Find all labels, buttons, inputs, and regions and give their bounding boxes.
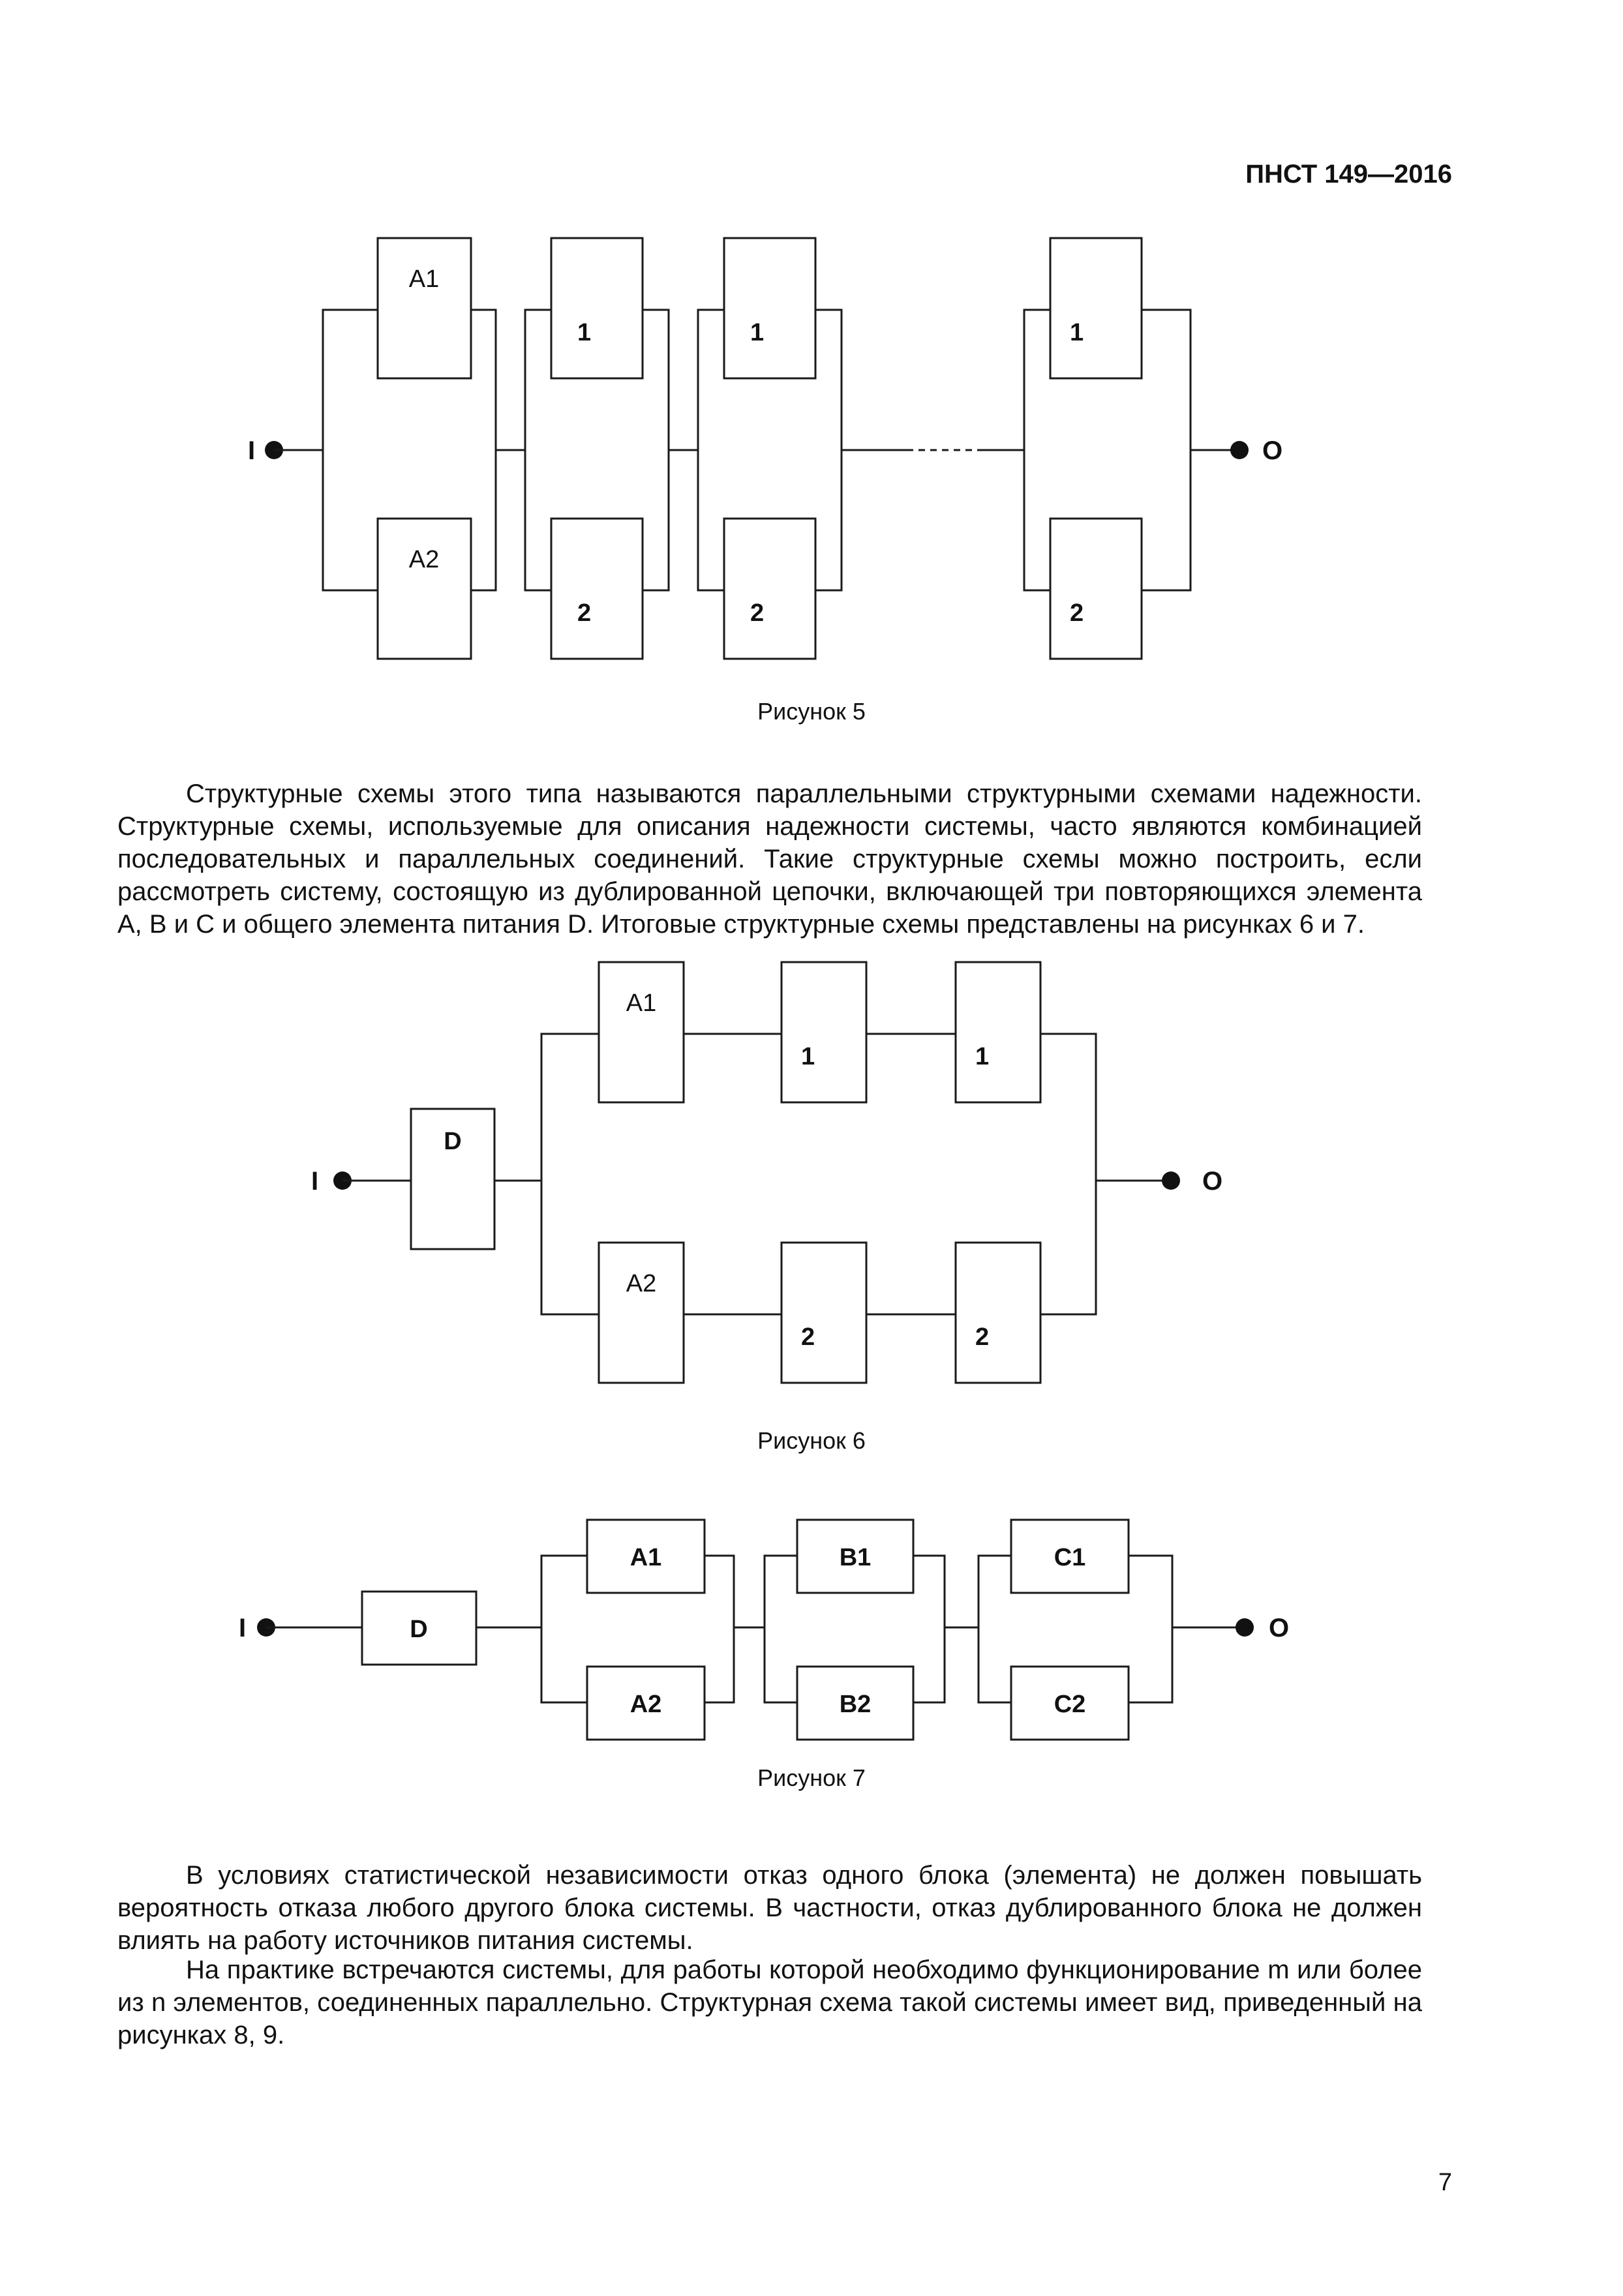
- block-a1-label: A1: [409, 265, 439, 293]
- block-b1-label: B1: [840, 1544, 872, 1571]
- block-d: [361, 1590, 478, 1666]
- figure-6-diagram: I D A1 1 1 A2 2 2 O: [311, 961, 1222, 1384]
- block-2-coln-label: 2: [1070, 599, 1084, 627]
- block-2-col3: [723, 517, 817, 660]
- block-d-label: D: [410, 1616, 427, 1643]
- paragraph-2: В условиях статистической независимости …: [117, 1861, 1422, 1955]
- block-1-c-label: 1: [975, 1043, 989, 1070]
- output-terminal-label: O: [1262, 436, 1282, 465]
- block-2-c: [954, 1241, 1042, 1384]
- figure-6-caption: Рисунок 6: [757, 1427, 866, 1454]
- paragraph-1: Структурные схемы этого типа называются …: [117, 779, 1422, 939]
- block-1-col2: [550, 237, 644, 380]
- output-terminal-dot: [1236, 1618, 1254, 1637]
- block-c2-label: C2: [1054, 1691, 1086, 1718]
- block-a2-label: A2: [409, 546, 439, 573]
- block-c2: [1010, 1665, 1130, 1741]
- input-terminal-label: I: [311, 1167, 318, 1196]
- document-code: ПНСТ 149—2016: [1245, 160, 1452, 189]
- block-2-b-label: 2: [801, 1323, 815, 1351]
- block-1-c: [954, 961, 1042, 1104]
- block-2-col3-label: 2: [750, 599, 764, 627]
- block-1-coln: [1049, 237, 1143, 380]
- output-terminal-dot: [1230, 441, 1249, 459]
- figure-7-caption: Рисунок 7: [757, 1764, 866, 1791]
- block-b2-label: B2: [840, 1691, 872, 1718]
- block-1-col3: [723, 237, 817, 380]
- output-terminal-label: O: [1269, 1614, 1289, 1642]
- block-c1-label: C1: [1054, 1544, 1086, 1571]
- block-b2: [796, 1665, 915, 1741]
- block-a2: [376, 517, 472, 660]
- block-d: [410, 1108, 496, 1250]
- block-a1-label: A1: [630, 1544, 662, 1571]
- block-1-col3-label: 1: [750, 319, 764, 346]
- input-terminal-label: I: [239, 1614, 246, 1642]
- page-number: 7: [1438, 2169, 1452, 2196]
- block-a1: [376, 237, 472, 380]
- block-2-col2-label: 2: [577, 599, 591, 627]
- figure-5-diagram: I A1 A2 1 2 1 2 1 2 O: [248, 237, 1282, 660]
- figure-5-caption: Рисунок 5: [757, 698, 866, 725]
- paragraph-3: На практике встречаются системы, для раб…: [117, 1956, 1422, 2049]
- block-2-b: [780, 1241, 868, 1384]
- block-d-label: D: [444, 1128, 461, 1155]
- block-a2: [586, 1665, 706, 1741]
- output-terminal-label: O: [1202, 1167, 1222, 1196]
- block-1-b: [780, 961, 868, 1104]
- block-a1-label: A1: [626, 989, 656, 1017]
- output-terminal-dot: [1162, 1171, 1180, 1190]
- block-a2: [598, 1241, 685, 1384]
- block-1-coln-label: 1: [1070, 319, 1084, 346]
- block-b1: [796, 1518, 915, 1594]
- block-2-c-label: 2: [975, 1323, 989, 1351]
- block-2-coln: [1049, 517, 1143, 660]
- block-c1: [1010, 1518, 1130, 1594]
- block-a1: [598, 961, 685, 1104]
- block-a2-label: A2: [626, 1270, 656, 1297]
- input-terminal-label: I: [248, 436, 255, 465]
- block-a2-label: A2: [630, 1691, 662, 1718]
- block-1-b-label: 1: [801, 1043, 815, 1070]
- block-2-col2: [550, 517, 644, 660]
- block-a1: [586, 1518, 706, 1594]
- block-1-col2-label: 1: [577, 319, 591, 346]
- figure-7-diagram: I D A1 A2 B1 B2 C1 C2 O: [239, 1518, 1289, 1741]
